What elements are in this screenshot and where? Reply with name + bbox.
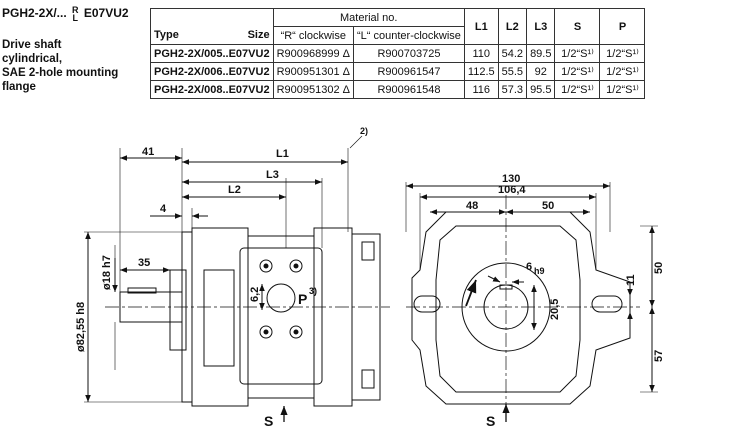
side-view bbox=[84, 135, 390, 422]
dim-11: 11 bbox=[625, 274, 637, 286]
dim-106: 106,4 bbox=[498, 184, 526, 196]
pump-body bbox=[247, 235, 315, 399]
flange-outline bbox=[411, 211, 631, 405]
col-size: Size bbox=[214, 26, 274, 45]
col-p: P bbox=[599, 8, 646, 45]
dim-4: 4 bbox=[160, 203, 167, 215]
note-2: 2) bbox=[360, 126, 368, 136]
cell-l3: 95.5 bbox=[526, 80, 556, 99]
end-cap bbox=[351, 233, 381, 401]
desc-line: SAE 2-hole mounting bbox=[2, 67, 119, 79]
group-header: Material no. bbox=[272, 8, 465, 27]
col-l1: L1 bbox=[463, 8, 499, 45]
cell-l1: 112.5 bbox=[463, 62, 499, 81]
dim-6-2: 6,2 bbox=[249, 287, 261, 302]
cell-r: R900951302 Δ bbox=[272, 80, 355, 99]
tag-plate bbox=[361, 369, 375, 389]
front-view bbox=[405, 182, 658, 422]
tag-plate bbox=[361, 241, 375, 261]
flange-pilot bbox=[169, 269, 187, 351]
dim-48: 48 bbox=[466, 200, 478, 212]
cell-p: 1/2“S¹⁾ bbox=[599, 80, 646, 99]
model-prefix: PGH2-2X/... bbox=[2, 6, 67, 21]
col-l3: L3 bbox=[526, 8, 556, 45]
dim-130: 130 bbox=[502, 173, 520, 185]
cell-p: 1/2“S¹⁾ bbox=[599, 62, 646, 81]
dim-l3: L3 bbox=[266, 169, 279, 181]
dim-50-h: 50 bbox=[542, 200, 554, 212]
desc-line: Drive shaft bbox=[2, 39, 62, 51]
dim-57: 57 bbox=[653, 350, 665, 362]
col-r: “R“ clockwise bbox=[272, 26, 355, 45]
model-suffix: E07VU2 bbox=[83, 6, 129, 21]
dim-dia82: ø82,55 h8 bbox=[75, 302, 87, 352]
cell-s: 1/2“S¹⁾ bbox=[554, 44, 601, 63]
table-row: PGH2-2X/005..E07VU2 R900968999 Δ R900703… bbox=[150, 44, 646, 63]
cell-l: R900961547 bbox=[353, 62, 465, 81]
mount-slot-left bbox=[413, 295, 441, 313]
cell-s: 1/2“S¹⁾ bbox=[554, 80, 601, 99]
pressure-port-note: 3) bbox=[309, 286, 317, 296]
cell-s: 1/2“S¹⁾ bbox=[554, 62, 601, 81]
suction-label: S bbox=[264, 413, 273, 429]
rear-cover bbox=[313, 227, 353, 407]
mount-slot-right bbox=[591, 295, 623, 313]
dim-l2: L2 bbox=[228, 184, 241, 196]
cell-type: PGH2-2X/005..E07VU2 bbox=[150, 44, 274, 63]
mounting-flange bbox=[181, 231, 193, 403]
pressure-port-label: P bbox=[298, 291, 307, 307]
description: Drive shaft cylindrical, SAE 2-hole moun… bbox=[2, 38, 152, 94]
cell-r: R900951301 Δ bbox=[272, 62, 355, 81]
col-s: S bbox=[554, 8, 601, 45]
spec-table: Material no. L1 L2 L3 S P Type Size “R“ … bbox=[149, 8, 646, 99]
port-bolt bbox=[259, 325, 273, 339]
port-block bbox=[239, 247, 323, 385]
desc-line: cylindrical, bbox=[2, 53, 63, 65]
dim-6: 6 bbox=[526, 261, 532, 273]
suction-label-front: S bbox=[486, 413, 495, 429]
port-bolt bbox=[289, 325, 303, 339]
body-outline bbox=[435, 225, 581, 393]
port-bolt bbox=[289, 259, 303, 273]
shaft-key bbox=[127, 287, 157, 294]
dim-6-tol: h9 bbox=[534, 266, 545, 276]
dim-41: 41 bbox=[142, 146, 154, 158]
dim-dia18: ø18 h7 bbox=[101, 255, 113, 290]
cell-l: R900961548 bbox=[353, 80, 465, 99]
desc-line: flange bbox=[2, 81, 36, 93]
table-row: PGH2-2X/008..E07VU2 R900951302 Δ R900961… bbox=[150, 80, 646, 99]
dim-35: 35 bbox=[138, 257, 150, 269]
cell-l1: 116 bbox=[463, 80, 499, 99]
cell-type: PGH2-2X/006..E07VU2 bbox=[150, 62, 274, 81]
port-bolt bbox=[259, 259, 273, 273]
dim-50-v: 50 bbox=[653, 262, 665, 274]
pressure-port bbox=[266, 283, 296, 313]
dim-l1: L1 bbox=[276, 148, 289, 160]
body-boss bbox=[203, 269, 235, 367]
dim-20-5: 20,5 bbox=[549, 299, 561, 320]
